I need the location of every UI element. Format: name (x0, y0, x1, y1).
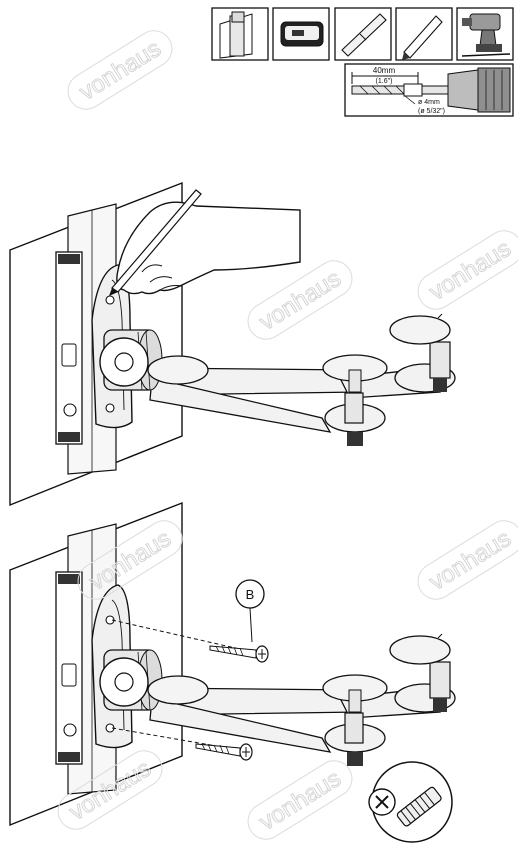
screw-icon (209, 645, 269, 663)
drill-diameter-imperial: (ø 5/32") (418, 108, 445, 115)
watermark-text: vonhaus (255, 265, 346, 336)
watermark-text: vonhaus (425, 525, 516, 596)
drill-diameter-metric: ø 4mm (418, 99, 440, 106)
watermark-text: vonhaus (425, 235, 516, 306)
watermark-text: vonhaus (255, 765, 346, 836)
step-mark-holes (9, 182, 456, 506)
drill-depth-spec: 40mm (1.6") ø 4mm (ø 5/32") (344, 63, 514, 117)
spirit-level-icon (272, 7, 330, 61)
drill-depth-metric: 40mm (373, 66, 396, 75)
watermark-text: vonhaus (75, 35, 166, 106)
stud-finder-icon (211, 7, 269, 61)
tools-strip: 40mm (1.6") ø 4mm (ø 5/32") (211, 7, 514, 117)
drill-depth-imperial: (1.6") (376, 78, 393, 85)
screw-icon (195, 743, 253, 761)
step-screw-bracket: B (9, 502, 456, 843)
callout-b-label: B (246, 587, 255, 602)
power-drill-icon (456, 7, 514, 61)
hand-with-pencil-icon (109, 189, 301, 296)
callout-b: B (235, 579, 265, 643)
no-wall-anchor-icon (368, 761, 453, 843)
pencil-icon (395, 7, 453, 61)
straight-edge-icon (334, 7, 392, 61)
